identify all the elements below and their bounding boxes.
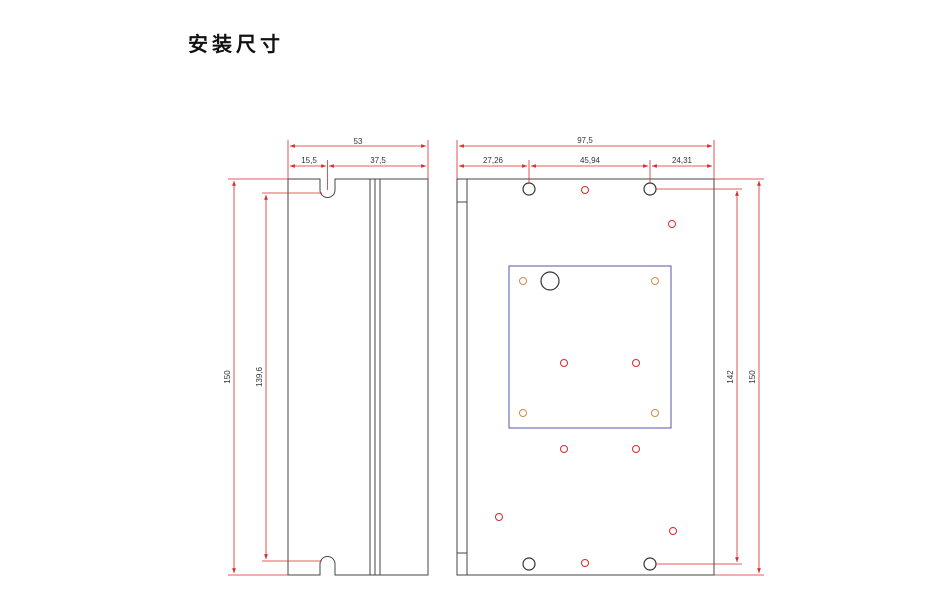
small-hole: [581, 186, 589, 194]
dimension-label-overall-height: 150: [223, 370, 232, 384]
small-hole: [669, 527, 677, 535]
page-title: 安装尺寸: [188, 32, 284, 56]
dimension-label-slot-to-edge: 37,5: [370, 156, 386, 165]
side-view-outline: [287, 178, 429, 576]
dimension-label-hole-spacing: 45,94: [580, 156, 601, 165]
dimension-label-overall-height: 150: [748, 370, 757, 384]
plate-hole: [519, 409, 527, 417]
dimension-label-overall-width: 97,5: [577, 136, 593, 145]
dimension-label-left-offset: 27,26: [483, 156, 504, 165]
large-hole: [540, 271, 560, 291]
plate-hole: [651, 409, 659, 417]
small-hole: [560, 359, 568, 367]
heatsink-plate: [508, 265, 672, 429]
dimension-label-right-offset: 24,31: [672, 156, 693, 165]
dimension-label-slot-spacing: 139,6: [255, 366, 264, 387]
mounting-hole: [522, 557, 536, 571]
small-hole: [632, 445, 640, 453]
dimension-label-hole-spacing-vertical: 142: [726, 370, 735, 384]
small-hole: [560, 445, 568, 453]
mounting-hole: [522, 182, 536, 196]
mounting-hole: [643, 182, 657, 196]
plate-hole: [651, 277, 659, 285]
small-hole: [581, 559, 589, 567]
small-hole: [632, 359, 640, 367]
small-hole: [668, 220, 676, 228]
dimension-label-overall-width: 53: [354, 137, 363, 146]
mounting-hole: [643, 557, 657, 571]
side-view: 53 15,5 37,5 150 139,6: [223, 137, 429, 576]
front-view: 97,5 27,26 45,94 24,31 142 150: [456, 136, 764, 576]
plate-hole: [519, 277, 527, 285]
dimension-label-slot-offset: 15,5: [301, 156, 317, 165]
front-view-outline: [456, 178, 715, 576]
small-hole: [495, 513, 503, 521]
